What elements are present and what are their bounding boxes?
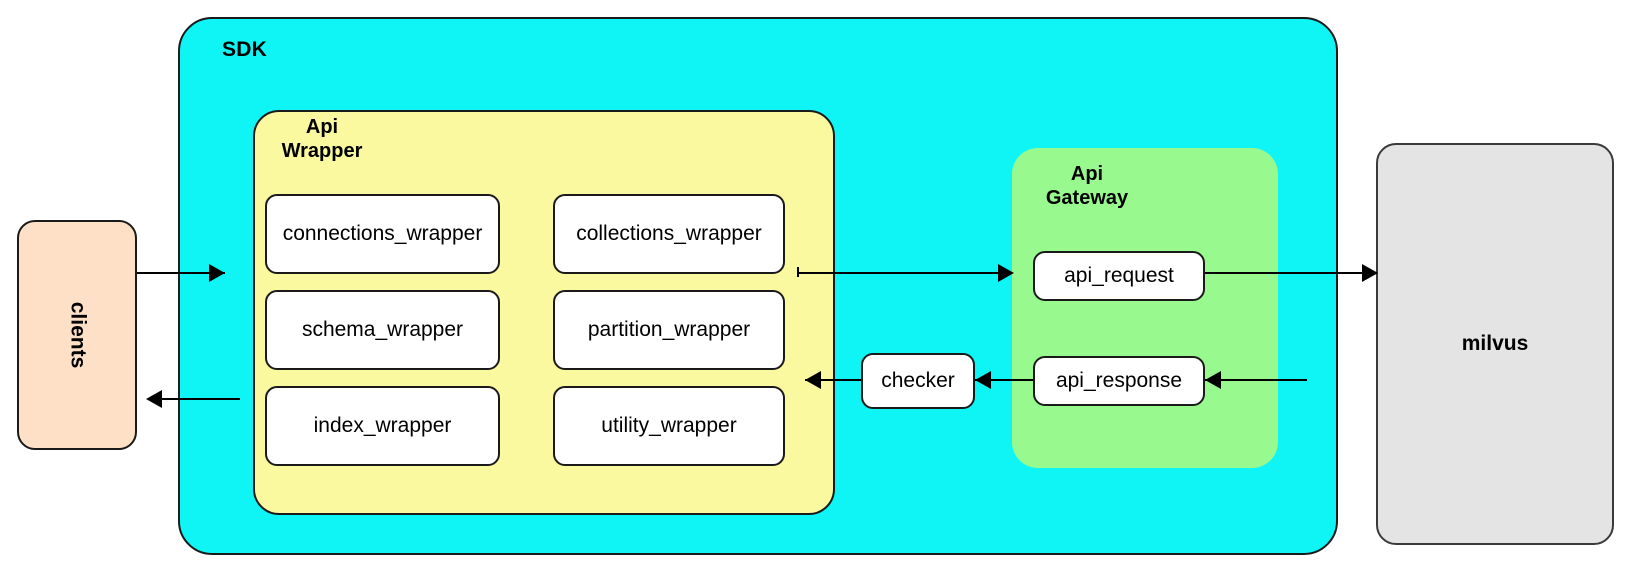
flow-api-request-to-milvus-arrowhead: [1362, 264, 1378, 282]
flow-api-response-to-checker-arrowhead: [975, 371, 991, 389]
flow-clients-to-api-wrapper-line: [137, 272, 225, 274]
flow-checker-to-api-wrapper-arrowhead: [805, 371, 821, 389]
flow-checker-to-api-wrapper-line: [805, 379, 861, 381]
module-api-response[interactable]: api_response: [1033, 356, 1205, 406]
api-gateway-container: [1012, 148, 1278, 468]
flow-api-wrapper-to-api-request-line: [798, 272, 1010, 274]
flow-milvus-to-api-response-arrowhead: [1205, 371, 1221, 389]
module-api-request[interactable]: api_request: [1033, 251, 1205, 301]
flow-api-wrapper-to-api-request-arrowhead: [998, 264, 1014, 282]
module-schema-wrapper[interactable]: schema_wrapper: [265, 290, 500, 370]
api-gateway-label: Api Gateway: [1022, 163, 1152, 210]
api-gateway-label-line1: Api: [1070, 163, 1104, 185]
flow-api-wrapper-to-clients-arrowhead: [146, 390, 162, 408]
flow-api-request-to-milvus-line: [1205, 272, 1377, 274]
api-wrapper-label: Api Wrapper: [262, 116, 382, 163]
flow-api-response-to-checker-line: [975, 379, 1033, 381]
flow-api-wrapper-to-clients-line: [162, 398, 240, 400]
api-wrapper-label-line1: Api: [305, 116, 339, 138]
checker-box[interactable]: checker: [861, 353, 975, 409]
module-connections-wrapper[interactable]: connections_wrapper: [265, 194, 500, 274]
clients-label-text: clients: [66, 301, 89, 369]
module-index-wrapper[interactable]: index_wrapper: [265, 386, 500, 466]
clients-box[interactable]: [17, 220, 137, 450]
milvus-box[interactable]: milvus: [1376, 143, 1614, 545]
clients-label: clients: [17, 220, 137, 450]
api-wrapper-label-line2: Wrapper: [281, 139, 363, 162]
api-gateway-label-line2: Gateway: [1045, 186, 1129, 209]
module-partition-wrapper[interactable]: partition_wrapper: [553, 290, 785, 370]
module-utility-wrapper[interactable]: utility_wrapper: [553, 386, 785, 466]
sdk-label: SDK: [222, 38, 267, 61]
flow-milvus-to-api-response-line: [1205, 379, 1307, 381]
flow-clients-to-api-wrapper-arrowhead: [209, 264, 225, 282]
module-collections-wrapper[interactable]: collections_wrapper: [553, 194, 785, 274]
